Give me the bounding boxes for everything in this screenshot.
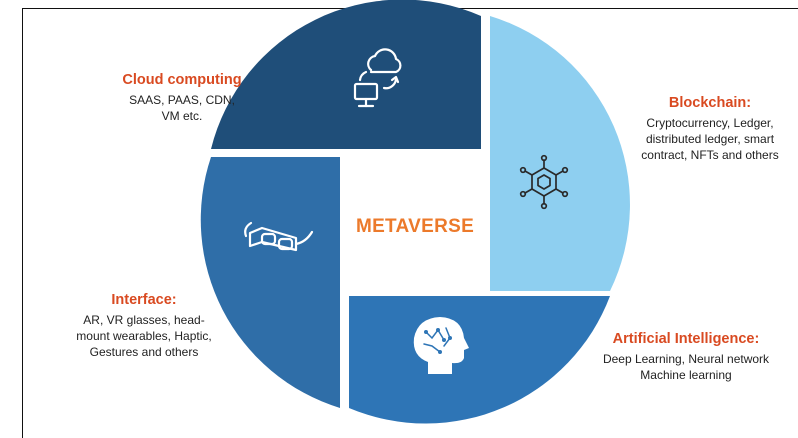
center-label: METAVERSE [355, 216, 475, 237]
segment-artificial-intelligence: Artificial Intelligence: Deep Learning, … [574, 330, 798, 383]
segment-interface: Interface: AR, VR glasses, head- mount w… [38, 291, 250, 360]
segment-description: Cryptocurrency, Ledger, distributed ledg… [641, 116, 779, 162]
segment-title: Artificial Intelligence: [612, 331, 760, 347]
segment-cloud-computing: Cloud computing SAAS, PAAS, CDN, VM etc. [62, 71, 302, 124]
blockchain-network-icon [519, 154, 569, 210]
quadrant-blockchain [490, 16, 630, 291]
quadrant-interface [200, 157, 340, 408]
segment-blockchain: Blockchain: Cryptocurrency, Ledger, dist… [606, 94, 798, 163]
segment-description: Deep Learning, Neural network Machine le… [602, 352, 770, 382]
segment-title: Interface: [111, 292, 177, 308]
vr-glasses-icon [244, 221, 314, 252]
segment-description: SAAS, PAAS, CDN, VM etc. [129, 93, 235, 123]
quadrant-artificial-intelligence [349, 296, 610, 424]
quadrant-cloud-computing [211, 0, 481, 149]
ai-head-icon [413, 317, 469, 374]
cloud-computer-icon [353, 48, 402, 108]
segment-title: Cloud computing [122, 72, 242, 88]
segment-description: AR, VR glasses, head- mount wearables, H… [76, 313, 212, 359]
segment-title: Blockchain: [668, 95, 752, 111]
frame-border-left [22, 8, 23, 438]
